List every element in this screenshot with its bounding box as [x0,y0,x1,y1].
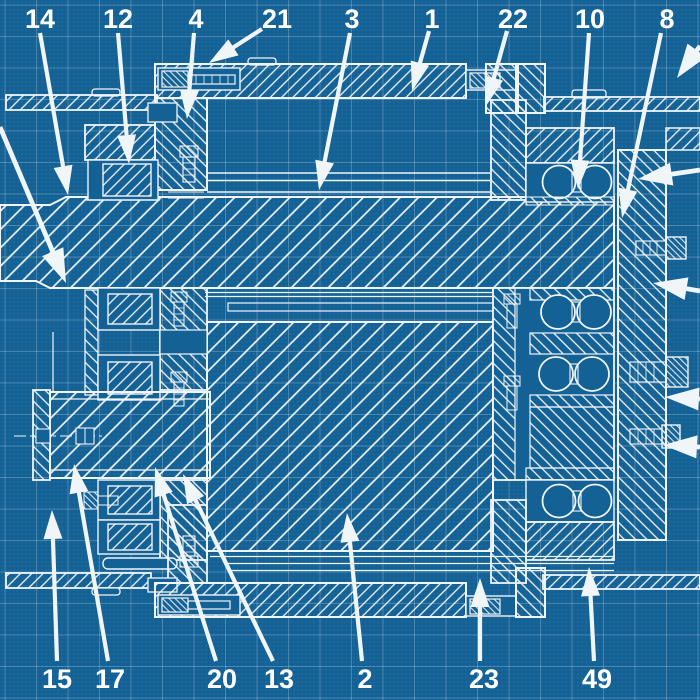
output-shaft-stub [14,332,211,481]
bolt-head [665,236,687,260]
ball [541,483,577,519]
part-number-23: 23 [469,664,499,694]
leader-arrow-20-head [154,467,173,498]
part-number-20: 20 [207,664,237,694]
leader-arrow-2-head [340,513,360,543]
leader-arrow-14-line [37,32,66,171]
leader-arrow-13-head [183,474,205,505]
cap-screw-head [161,70,189,88]
leader-arrow-15-line [50,534,60,662]
ball [540,294,576,330]
roller [107,523,153,551]
right-top-ball-bearing [485,63,615,206]
ball [538,356,574,392]
leader-arrow-13-line [191,495,275,662]
edge-top-right-head [677,43,700,78]
set-screw [83,491,99,510]
roller [102,163,152,197]
leader-arrow-21-line [228,27,264,52]
edge-left-head [42,247,66,283]
ball [574,356,610,392]
leader-arrow-20-line [160,490,219,662]
leader-arrow-4-line [186,32,197,95]
leader-arrow-22-head [484,75,503,106]
flange-plates [5,88,700,596]
left-middle-bearings [84,287,208,407]
leader-arrow-23-head [470,578,490,607]
part-number-17: 17 [95,664,125,694]
edge-right-bolt-top-head [665,387,700,411]
part-number-12: 12 [103,4,133,34]
edge-right-upper-line [667,167,700,178]
set-screw [179,145,199,158]
part-number-22: 22 [498,4,528,34]
part-number-14: 14 [25,4,55,34]
leader-arrow-4-head [179,89,199,119]
leader-arrow-14-head [53,164,73,195]
part-number-2: 2 [357,664,372,694]
leader-arrow-10-head [570,159,590,189]
roller [107,293,153,325]
top-left-roller-bearing [84,124,204,201]
seal-ring [102,557,178,570]
leader-arrow-15-head [43,510,63,540]
right-end-cap-column [617,127,700,541]
right-bottom-ball-bearing [490,467,615,584]
callout-layer: 14 12 4 21 3 1 22 10 8 15 17 20 13 2 23 49 [0,4,700,694]
leader-arrow-3-head [315,159,334,190]
leader-arrow-1-line [416,30,432,68]
edge-right-bolt-low-head [663,435,698,459]
roller [107,485,153,515]
leader-arrow-21-head [209,39,239,63]
ball [577,483,613,519]
part-number-13: 13 [264,664,294,694]
edge-right-upper-head [638,162,674,186]
left-housing-wall [147,97,208,191]
roller [107,361,153,395]
leader-arrow-12-head [117,134,137,164]
ball [541,164,577,200]
leader-arrow-17-line [76,488,111,662]
assembly-cross-section [0,57,700,618]
edge-right-middle-head [653,277,689,301]
set-screw [170,371,188,383]
gear-rim-lines [207,172,490,193]
part-number-1: 1 [424,4,439,34]
part-number-4: 4 [188,4,203,34]
leader-arrow-1-head [410,60,430,91]
part-number-3: 3 [344,4,359,34]
right-middle-ball-bearings [492,287,615,481]
leader-arrow-49-head [581,567,601,597]
leader-arrow-49-line [588,591,597,662]
set-screw [503,375,521,387]
set-screw [170,291,188,303]
ball [576,294,612,330]
part-number-49: 49 [582,664,612,694]
leader-arrow-17-head [69,464,89,495]
cap-screw-head [161,597,189,613]
leader-arrow-22-line [490,30,510,83]
leader-arrow-12-line [115,32,130,140]
leader-arrow-10-line [577,32,592,165]
part-number-21: 21 [262,4,292,34]
leader-arrow-2-line [347,537,365,662]
bolt-head [665,356,689,388]
leader-arrow-8-line [625,32,664,194]
edge-left-line [0,126,57,257]
part-number-10: 10 [575,4,605,34]
leader-arrow-8-head [618,187,638,218]
leader-arrow-3-line [321,32,353,166]
part-number-8: 8 [659,4,674,34]
part-number-15: 15 [42,664,72,694]
set-screw [503,293,521,305]
